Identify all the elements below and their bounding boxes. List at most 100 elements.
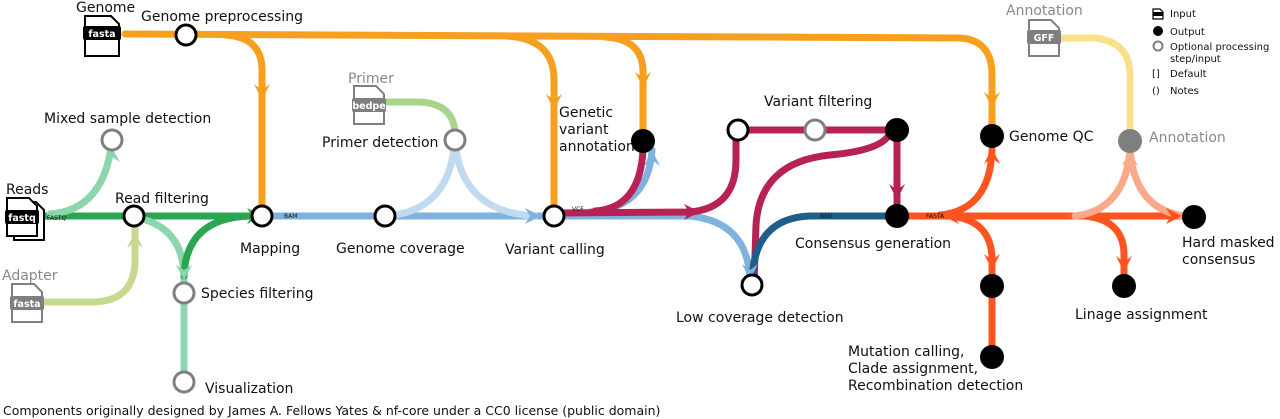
legend-default: Default xyxy=(1170,69,1207,80)
mixed-sample-track xyxy=(46,136,116,218)
label-read-filtering: Read filtering xyxy=(115,191,209,207)
footer-credit: Components originally designed by James … xyxy=(3,403,660,418)
arrow-species-down xyxy=(176,265,192,280)
tag-bed: BED xyxy=(820,213,833,220)
file-format: bedpe xyxy=(352,101,385,112)
label-genome-coverage: Genome coverage xyxy=(336,241,465,257)
arrow-fasta-left xyxy=(943,208,959,224)
node-annotation[interactable] xyxy=(1118,129,1142,153)
genome-qc-track xyxy=(936,146,996,219)
file-format: fasta xyxy=(13,299,40,310)
primer-bedpe-file: bedpe xyxy=(352,85,386,125)
arrow-annotation-salmon-up xyxy=(1122,150,1138,166)
legend-notes: Notes xyxy=(1170,86,1199,97)
adapter-track xyxy=(40,214,139,306)
node-genome-coverage[interactable] xyxy=(373,204,397,228)
file-badge xyxy=(1027,30,1061,44)
legend-optional-icon xyxy=(1152,40,1164,52)
nodes xyxy=(100,23,1206,394)
tag-fastq: FASTQ xyxy=(47,215,66,222)
node-hard-masked-consensus[interactable] xyxy=(1182,205,1206,229)
node-consensus-generation[interactable] xyxy=(885,204,909,228)
label-primer: Primer xyxy=(348,71,394,87)
tag-fasta: FASTA xyxy=(926,213,945,220)
arrow-primer-up xyxy=(447,152,463,168)
label-genome-preprocessing: Genome preprocessing xyxy=(141,9,303,25)
arrow-crimson-right xyxy=(684,204,700,220)
node-genome-preprocessing[interactable] xyxy=(174,23,198,47)
label-genome-qc: Genome QC xyxy=(1009,129,1094,145)
label-mutation-1: Mutation calling, xyxy=(848,344,964,360)
file-badge xyxy=(352,98,386,112)
arrow-annotation-up xyxy=(644,150,660,166)
tracks xyxy=(40,30,1198,386)
file-format: GFF xyxy=(1034,33,1055,44)
arrow-genome-qc-up xyxy=(984,148,1000,164)
node-variant-calling[interactable] xyxy=(542,204,566,228)
variant-annotation-crimson-track xyxy=(591,146,647,215)
legend-input-icon xyxy=(1152,8,1164,20)
arrow-mutation-down xyxy=(984,254,1000,270)
file-tags: FASTQ BAM VCF BED FASTA xyxy=(47,206,945,222)
primer-detection-left-track xyxy=(381,136,459,220)
node-low-coverage-detection[interactable] xyxy=(740,273,764,297)
node-variant-filtering-output[interactable] xyxy=(885,118,909,142)
label-hard-masked-1: Hard masked xyxy=(1182,235,1275,251)
label-genetic-variant-3: annotation xyxy=(559,139,635,155)
node-variant-filtering-start[interactable] xyxy=(726,118,750,142)
legend-input: Input xyxy=(1170,9,1196,20)
file-badge xyxy=(83,26,121,40)
node-mutation-calling-2[interactable] xyxy=(980,345,1004,369)
reads-fastq-file: fastq xyxy=(5,197,39,237)
tag-vcf: VCF xyxy=(572,206,584,213)
file-format: fasta xyxy=(88,29,115,40)
arrow-genome-qc-down xyxy=(984,92,1000,108)
node-visualization[interactable] xyxy=(172,370,196,394)
node-genetic-variant-annotation[interactable] xyxy=(631,129,655,153)
label-annotation-step: Annotation xyxy=(1149,130,1226,146)
node-primer-detection[interactable] xyxy=(443,128,467,152)
legend-output: Output xyxy=(1170,27,1205,38)
mutation-calling-track xyxy=(946,212,996,360)
node-mapping[interactable] xyxy=(250,204,274,228)
node-read-filtering[interactable] xyxy=(122,204,146,228)
label-annotation-input: Annotation xyxy=(1006,3,1083,19)
arrow-variant-calling-in xyxy=(525,208,541,224)
adapter-fasta-file: fasta xyxy=(10,283,44,323)
node-species-filtering[interactable] xyxy=(172,281,196,305)
label-reads: Reads xyxy=(6,182,48,198)
arrow-hard-masked-in xyxy=(1166,208,1182,224)
legend-optional-1: Optional processing xyxy=(1170,42,1269,53)
tag-bam: BAM xyxy=(284,213,297,220)
arrow-consensus-down xyxy=(889,184,905,200)
genome-fasta-file: fasta xyxy=(83,15,121,57)
node-variant-filtering[interactable] xyxy=(803,118,827,142)
node-linage-assignment[interactable] xyxy=(1112,274,1136,298)
file-format: fastq xyxy=(8,213,36,224)
label-consensus-generation: Consensus generation xyxy=(795,236,951,252)
arrow-read-filter-up xyxy=(127,232,143,248)
legend-notes-symbol: () xyxy=(1152,86,1160,97)
node-mutation-calling-1[interactable] xyxy=(980,274,1004,298)
label-variant-filtering: Variant filtering xyxy=(764,94,872,110)
genome-track xyxy=(121,30,996,140)
label-mixed-sample-detection: Mixed sample detection xyxy=(44,111,211,127)
genome-to-variant-calling-track xyxy=(501,32,558,219)
legend-output-icon xyxy=(1153,26,1163,36)
vcf-blue-track xyxy=(550,212,754,284)
labels: Genome Genome preprocessing Mixed sample… xyxy=(2,0,1275,397)
node-mixed-sample-detection[interactable] xyxy=(100,128,124,152)
label-mutation-2: Clade assignment, xyxy=(848,361,978,377)
label-primer-detection: Primer detection xyxy=(322,135,438,151)
legend: Input Output Optional processing step/in… xyxy=(1152,8,1269,97)
arrowheads xyxy=(104,72,1182,280)
label-variant-calling: Variant calling xyxy=(505,242,605,258)
variant-to-lowcov-track xyxy=(750,128,894,289)
label-mapping: Mapping xyxy=(240,241,300,257)
annotation-salmon-left-track xyxy=(1071,146,1134,220)
label-genetic-variant-1: Genetic xyxy=(559,105,613,121)
arrow-annotation-down xyxy=(635,72,651,88)
node-genome-qc[interactable] xyxy=(980,124,1004,148)
genome-to-mapping-track xyxy=(221,31,266,219)
